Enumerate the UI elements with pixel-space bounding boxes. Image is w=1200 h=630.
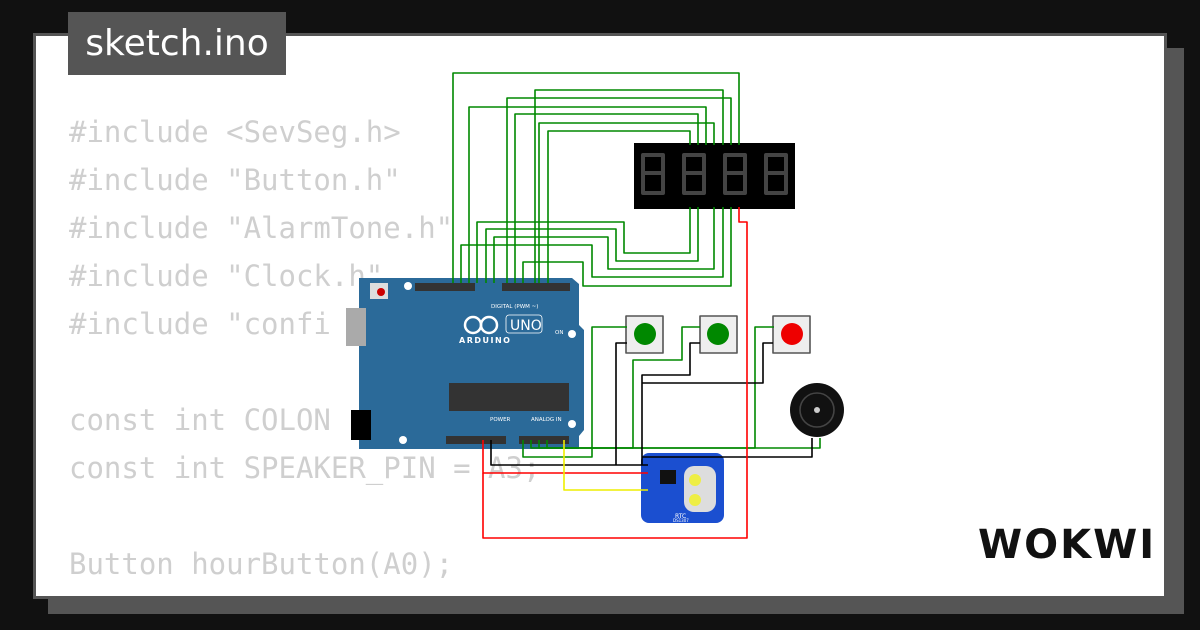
ground-wires — [490, 342, 813, 466]
reset-button[interactable] — [377, 288, 385, 296]
buzzer[interactable] — [790, 383, 844, 437]
file-tab-title: sketch.ino — [68, 12, 286, 75]
code-line: #include "confi — [69, 307, 331, 341]
power-jack — [351, 410, 371, 440]
rtc-chip-label: DS1307 — [673, 518, 689, 523]
code-line: Button hourButton(A0); — [69, 547, 454, 581]
arduino-uno-board[interactable]: UNO ARDUINO DIGITAL (PWM ~) ON POWER ANA… — [346, 278, 584, 449]
code-line: #include "Button.h" — [69, 163, 401, 197]
i2c-wires — [563, 440, 648, 491]
on-led-label: ON — [555, 330, 563, 336]
code-preview: #include <SevSeg.h> #include "Button.h" #i… — [69, 108, 541, 596]
arduino-logo-icon — [463, 315, 499, 335]
digital-header-label: DIGITAL (PWM ~) — [491, 304, 538, 310]
board-model-label: UNO — [510, 318, 542, 334]
code-line: #include "Clock.h" — [69, 259, 384, 293]
code-line: const int SPEAKER_PIN = A3; — [69, 451, 541, 485]
signal-wires — [452, 72, 821, 458]
wokwi-logo: WOKWI — [978, 522, 1157, 568]
push-button-minute[interactable] — [699, 315, 738, 354]
code-line: #include "AlarmTone.h" — [69, 211, 454, 245]
push-button-hour[interactable] — [625, 315, 664, 354]
board-brand-label: ARDUINO — [459, 336, 511, 345]
usb-port — [346, 308, 366, 346]
project-preview-card: #include <SevSeg.h> #include "Button.h" #i… — [33, 33, 1167, 599]
rtc-module[interactable]: RTC DS1307 — [641, 453, 724, 523]
rtc-label: RTC — [675, 513, 686, 520]
power-wires — [482, 207, 748, 539]
atmega-chip — [449, 383, 569, 411]
code-line: #include <SevSeg.h> — [69, 115, 401, 149]
code-line: Button minuteButton(A1); — [69, 588, 540, 596]
seven-segment-display[interactable] — [634, 143, 795, 209]
analog-header-label: ANALOG IN — [531, 417, 562, 423]
push-button-alarm[interactable] — [772, 315, 811, 354]
power-header-label: POWER — [490, 417, 511, 423]
code-line: const int COLON — [69, 403, 331, 437]
